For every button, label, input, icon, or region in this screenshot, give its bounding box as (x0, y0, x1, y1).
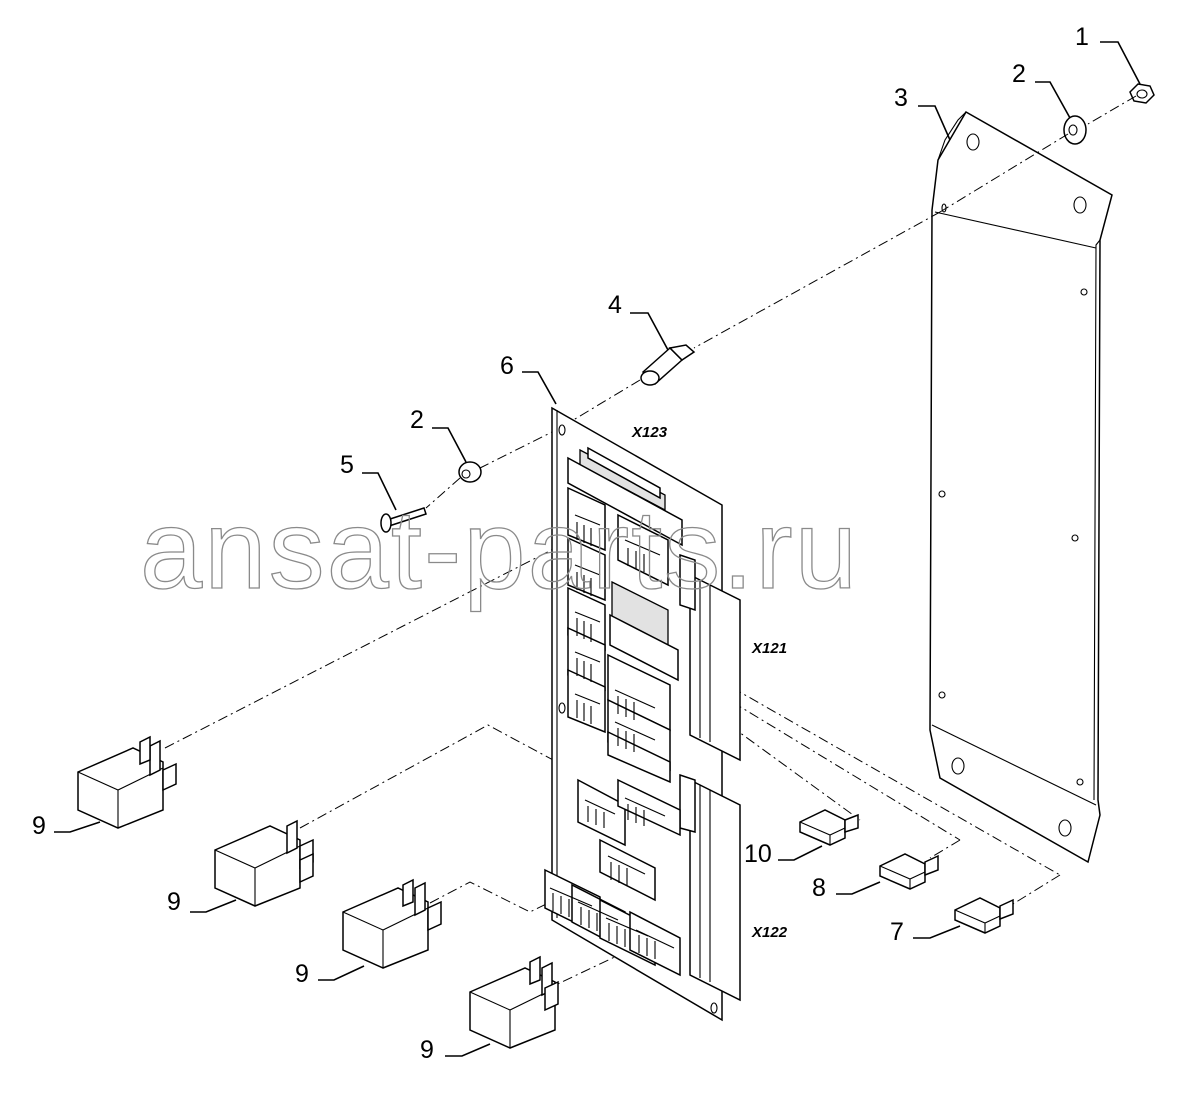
callout-9-a: 9 (32, 812, 46, 840)
mounting-plate (929, 110, 1113, 864)
relay-2 (214, 819, 314, 907)
connector-label-x122: X122 (751, 924, 788, 941)
callout-9-c: 9 (295, 960, 309, 988)
washer-upper (1063, 115, 1087, 145)
connector-label-x123: X123 (631, 424, 668, 441)
washer-lower (458, 461, 482, 483)
relay-4 (469, 955, 559, 1049)
callout-9-b: 9 (167, 888, 181, 916)
screw (380, 507, 427, 533)
nut (1129, 83, 1155, 104)
callout-3: 3 (894, 84, 908, 112)
fuse-7 (954, 897, 1014, 934)
standoff-spacer (640, 344, 696, 386)
fuse-10 (799, 809, 859, 846)
fuse-8 (879, 853, 939, 890)
connector-labels: X123 X121 X122 (631, 424, 788, 941)
leader-lines (54, 41, 1141, 1057)
callout-6: 6 (500, 352, 514, 380)
relay-board (544, 406, 741, 1022)
callout-9-d: 9 (420, 1036, 434, 1064)
callout-7: 7 (890, 918, 904, 946)
watermark-text: ansat-parts.ru (140, 487, 859, 612)
callout-5: 5 (340, 451, 354, 479)
callout-1: 1 (1075, 23, 1089, 51)
callout-10: 10 (744, 840, 772, 868)
callout-2-lower: 2 (410, 406, 424, 434)
callout-2-upper: 2 (1012, 60, 1026, 88)
callout-8: 8 (812, 874, 826, 902)
callouts: 1 2 3 4 6 2 5 9 9 9 9 10 8 7 (32, 23, 1089, 1064)
callout-4: 4 (608, 291, 622, 319)
connector-label-x121: X121 (751, 640, 787, 657)
relay-1 (77, 735, 177, 829)
relay-3 (342, 878, 442, 969)
